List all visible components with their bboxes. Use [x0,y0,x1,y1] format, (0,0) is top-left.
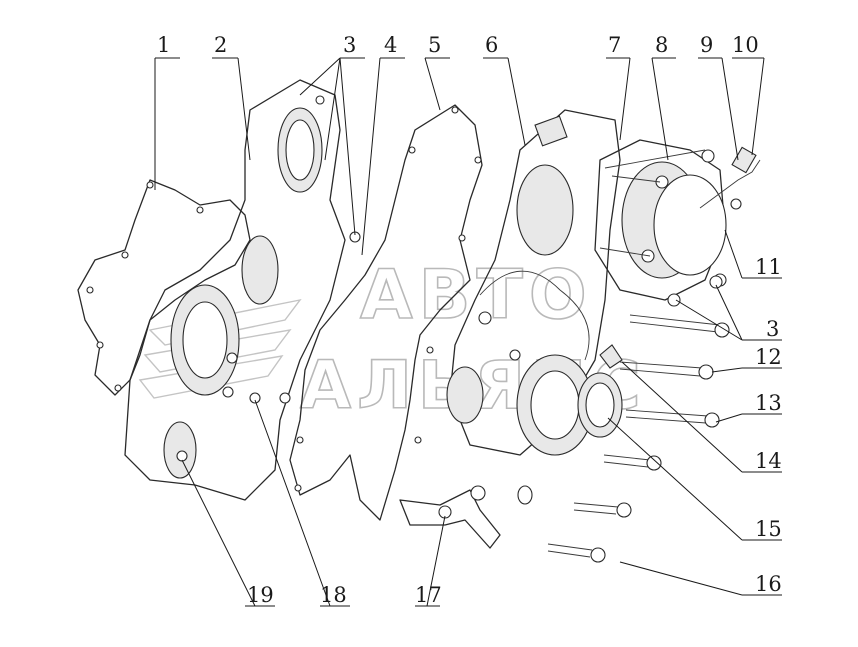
callout-18: 18 [320,583,347,607]
part-5-cover-gasket [289,104,483,521]
callout-2: 2 [214,33,227,57]
callout-9: 9 [700,33,713,57]
part-seal-ring [446,366,484,424]
callout-1: 1 [157,33,170,57]
part-1-gasket [77,179,251,396]
callout-12: 12 [755,345,782,369]
callout-labels: 1 2 3 4 5 6 7 8 9 10 11 3 12 13 14 15 16… [157,33,782,607]
leader-lines [154,57,782,607]
callout-5: 5 [428,33,441,57]
bolts [547,275,730,563]
callout-15: 15 [755,517,782,541]
part-2-housing [124,79,361,501]
callout-6: 6 [485,33,498,57]
callout-14: 14 [755,449,782,473]
part-6-timing-cover [449,109,621,456]
watermark-line1: АВТО [360,256,593,335]
part-8-pump-cover [594,139,761,301]
callout-4: 4 [384,33,397,57]
callout-13: 13 [755,391,782,415]
part-5-bolt-holes [294,106,482,492]
part-1-bolt-holes [86,181,204,392]
callout-8: 8 [655,33,668,57]
callout-10: 10 [732,33,759,57]
callout-11: 11 [755,255,782,279]
part-17-bracket [399,485,533,549]
callout-16: 16 [755,572,782,596]
callout-3b: 3 [766,317,779,341]
callout-7: 7 [608,33,621,57]
callout-19: 19 [247,583,274,607]
callout-17: 17 [415,583,442,607]
callout-3: 3 [343,33,356,57]
